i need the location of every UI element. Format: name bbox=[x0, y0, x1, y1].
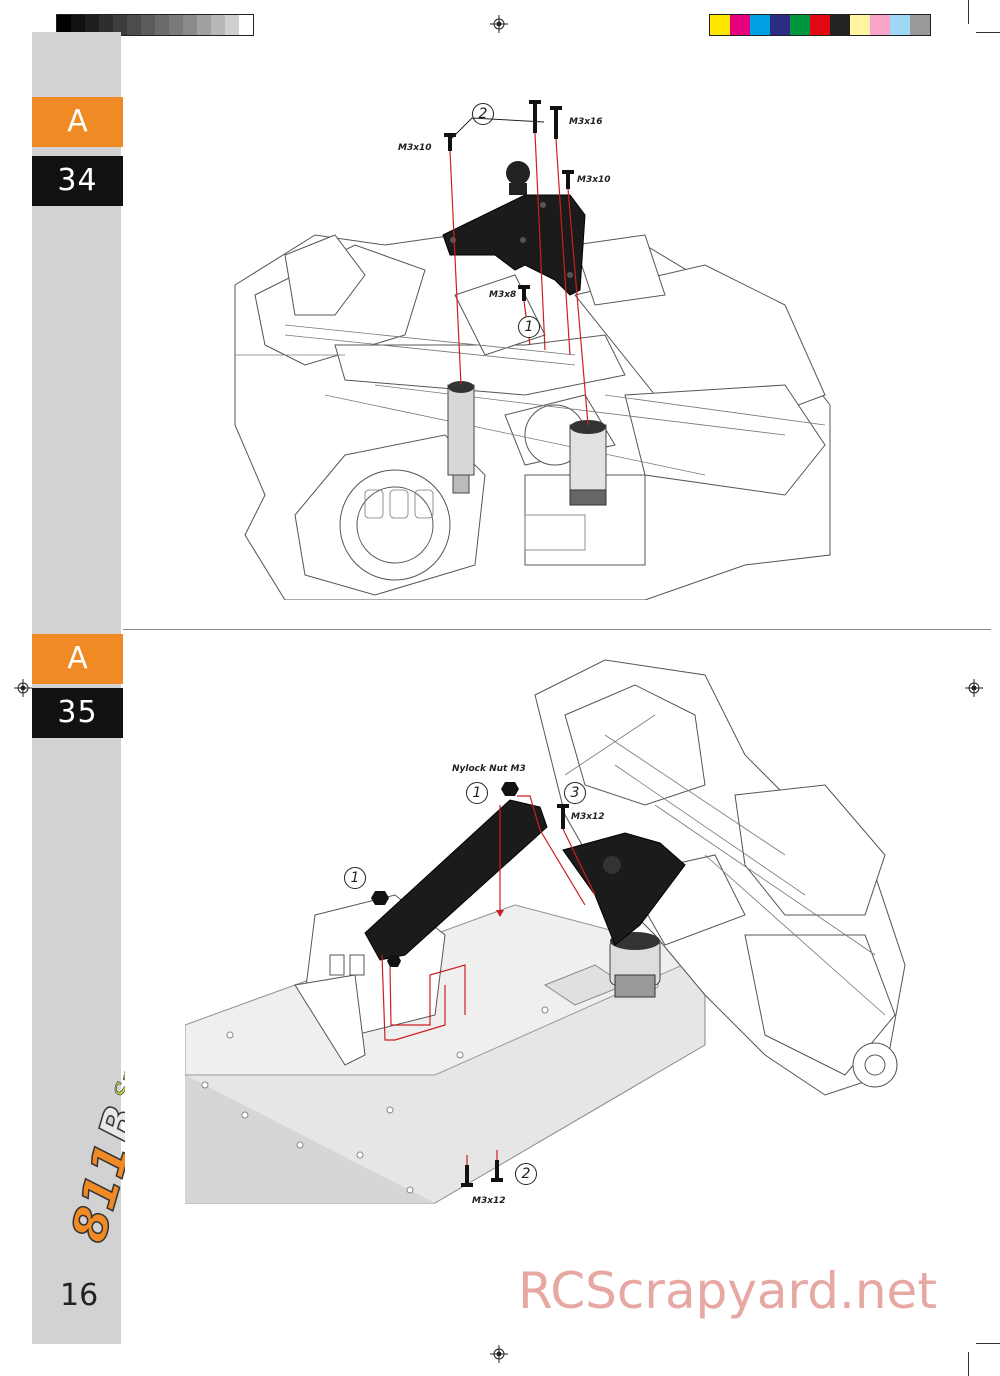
registration-mark-left-icon bbox=[14, 679, 32, 697]
screw-label: M3x12 bbox=[472, 1196, 506, 1206]
color-swatch bbox=[850, 15, 870, 35]
color-swatch bbox=[113, 15, 127, 35]
step-35-illustration bbox=[185, 659, 906, 1204]
color-swatch bbox=[870, 15, 890, 35]
color-swatch bbox=[99, 15, 113, 35]
color-swatch bbox=[85, 15, 99, 35]
color-swatch bbox=[770, 15, 790, 35]
watermark: RCScrapyard.net bbox=[518, 1262, 937, 1320]
step-34-number: 34 bbox=[32, 156, 123, 206]
part-number-callout: 1 bbox=[466, 782, 488, 804]
color-swatch bbox=[890, 15, 910, 35]
color-swatch bbox=[239, 15, 253, 35]
step-34-section-tab: A bbox=[32, 97, 123, 147]
part-number-callout: 2 bbox=[472, 103, 494, 125]
color-swatch bbox=[225, 15, 239, 35]
color-swatch bbox=[127, 15, 141, 35]
part-number-callout: 1 bbox=[518, 316, 540, 338]
color-swatch bbox=[730, 15, 750, 35]
part-number-callout: 2 bbox=[515, 1163, 537, 1185]
page-number: 16 bbox=[60, 1278, 99, 1313]
trim-mark bbox=[968, 0, 969, 24]
screw-label: M3x10 bbox=[577, 175, 611, 185]
part-number-callout: 3 bbox=[564, 782, 586, 804]
trim-mark bbox=[976, 1343, 1000, 1344]
color-swatch bbox=[197, 15, 211, 35]
color-swatch bbox=[57, 15, 71, 35]
screw-label: M3x10 bbox=[398, 143, 432, 153]
color-swatch bbox=[830, 15, 850, 35]
color-swatch bbox=[750, 15, 770, 35]
step-35-section-tab: A bbox=[32, 634, 123, 684]
trim-mark bbox=[968, 1352, 969, 1376]
color-swatch bbox=[710, 15, 730, 35]
step-35-number: 35 bbox=[32, 688, 123, 738]
screw-label: M3x8 bbox=[489, 290, 517, 300]
screw-label: M3x12 bbox=[571, 812, 605, 822]
callout-leader bbox=[449, 117, 545, 141]
color-swatch bbox=[169, 15, 183, 35]
color-swatch bbox=[790, 15, 810, 35]
process-color-bar bbox=[709, 14, 931, 36]
color-swatch bbox=[71, 15, 85, 35]
color-swatch bbox=[141, 15, 155, 35]
svg-text:Sport: Sport bbox=[109, 1030, 125, 1103]
svg-text:811: 811 bbox=[61, 1137, 125, 1249]
color-swatch bbox=[183, 15, 197, 35]
trim-mark bbox=[976, 32, 1000, 33]
screw-label: M3x16 bbox=[569, 117, 603, 127]
registration-mark-right-icon bbox=[965, 679, 983, 697]
grayscale-color-bar bbox=[56, 14, 254, 36]
registration-mark-top-icon bbox=[490, 15, 508, 33]
brand-logo: 811 B e Sport bbox=[60, 1029, 125, 1249]
nut-label: Nylock Nut M3 bbox=[452, 764, 526, 774]
color-swatch bbox=[211, 15, 225, 35]
color-swatch bbox=[910, 15, 930, 35]
step-34-illustration bbox=[234, 100, 831, 600]
color-swatch bbox=[810, 15, 830, 35]
step-divider bbox=[123, 629, 991, 630]
part-number-callout: 1 bbox=[344, 867, 366, 889]
color-swatch bbox=[155, 15, 169, 35]
registration-mark-bottom-icon bbox=[490, 1345, 508, 1363]
